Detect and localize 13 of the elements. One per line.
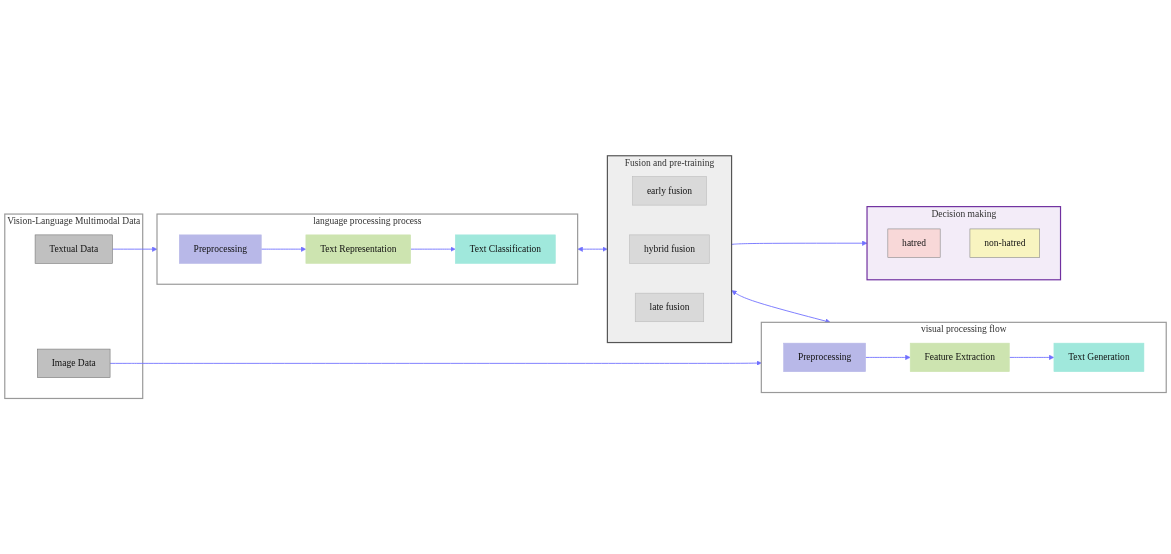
node-box: Feature Extraction — [909, 342, 1010, 372]
node-box: Image Data — [37, 348, 111, 378]
node-box: Text Representation — [305, 234, 411, 264]
node-box: Preprocessing — [179, 234, 262, 264]
node-box: Text Classification — [455, 234, 556, 264]
node-box: non-hatred — [969, 228, 1040, 258]
node-box: early fusion — [632, 176, 707, 206]
node-box: late fusion — [634, 292, 704, 322]
node-box: Textual Data — [34, 234, 113, 264]
node-box: hatred — [887, 228, 941, 258]
node-box: Preprocessing — [783, 342, 866, 372]
node-box: hybrid fusion — [629, 234, 710, 264]
node-box: Text Generation — [1053, 342, 1145, 372]
